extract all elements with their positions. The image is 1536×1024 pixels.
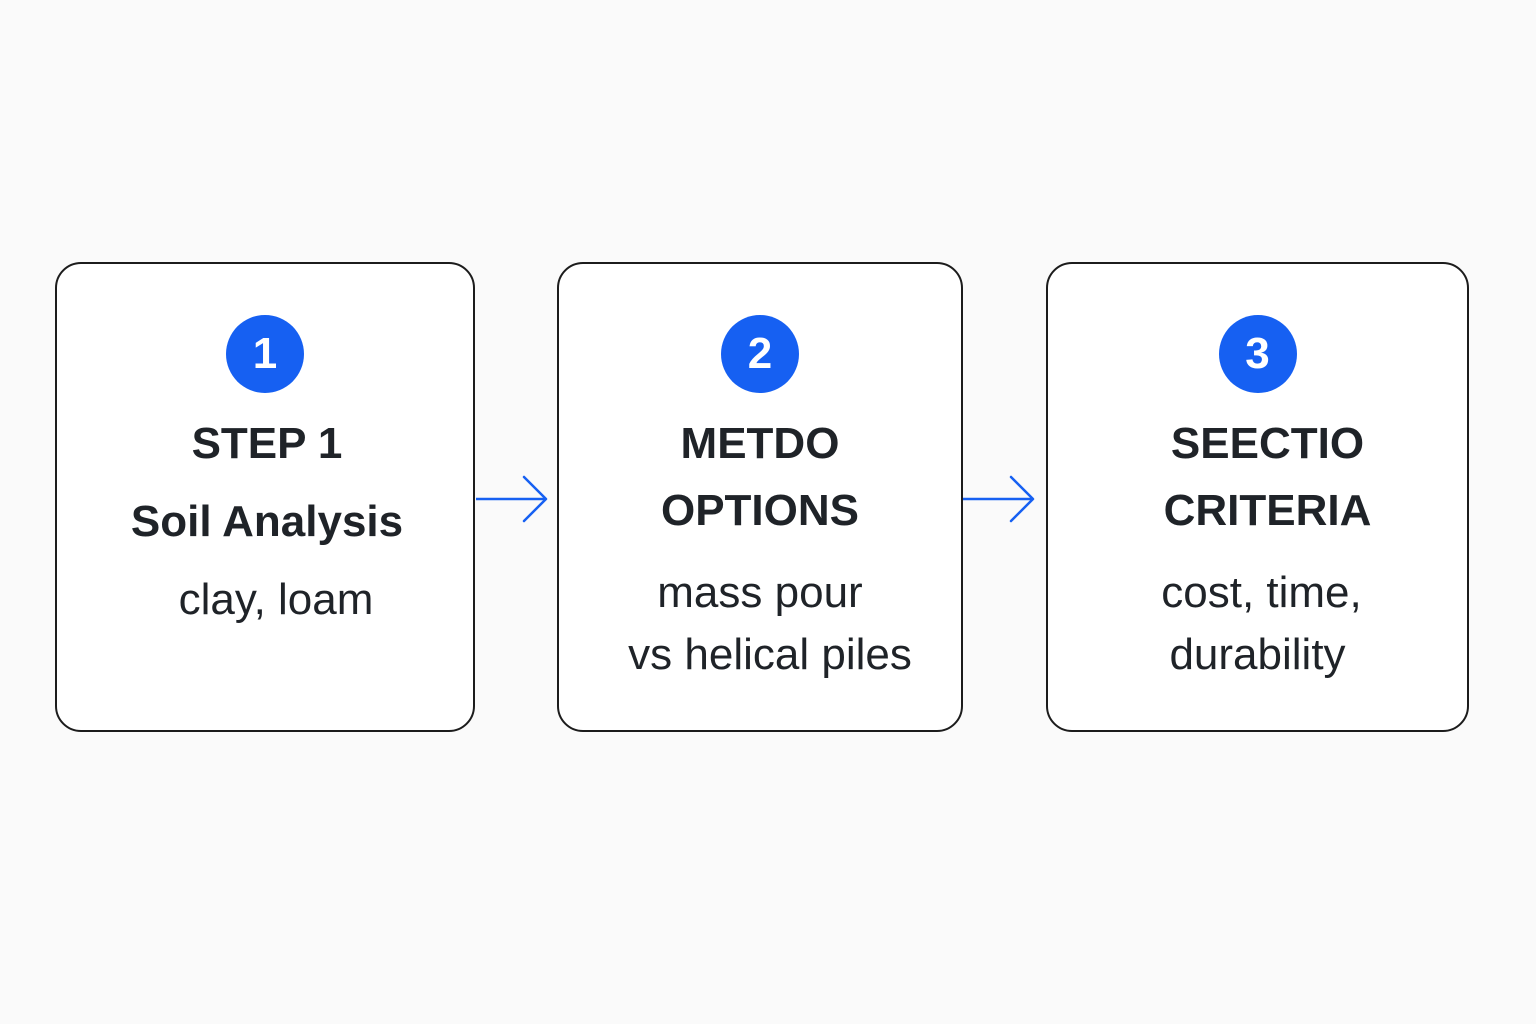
- step-title-line-1: SEECTIO: [1170, 419, 1365, 468]
- step-number-badge: 2: [721, 315, 799, 393]
- step-card-1: 1 STEP 1 Soil Analysis clay, loam: [55, 262, 475, 732]
- step-description-line-1: cost, time,: [1161, 568, 1362, 617]
- step-title-line-1: STEP 1: [191, 419, 343, 468]
- step-card-3: 3 SEECTIO CRITERIA cost, time, durabilit…: [1046, 262, 1469, 732]
- step-description-line-1: clay, loam: [178, 575, 374, 624]
- step-card-2: 2 METDO OPTIONS mass pour vs helical pil…: [557, 262, 963, 732]
- step-description-line-2: durability: [1169, 630, 1346, 679]
- step-description-line-2: vs helical piles: [628, 630, 912, 679]
- step-title-line-2: CRITERIA: [1163, 486, 1372, 535]
- step-title-line-1: METDO: [680, 419, 840, 468]
- step-title-line-2: Soil Analysis: [130, 497, 404, 546]
- step-description-line-1: mass pour: [657, 568, 863, 617]
- step-title-line-2: OPTIONS: [660, 486, 860, 535]
- arrow-right-icon: [963, 475, 1035, 523]
- step-number-badge: 3: [1218, 315, 1297, 393]
- arrow-right-icon: [476, 475, 548, 523]
- step-number-badge: 1: [226, 315, 304, 393]
